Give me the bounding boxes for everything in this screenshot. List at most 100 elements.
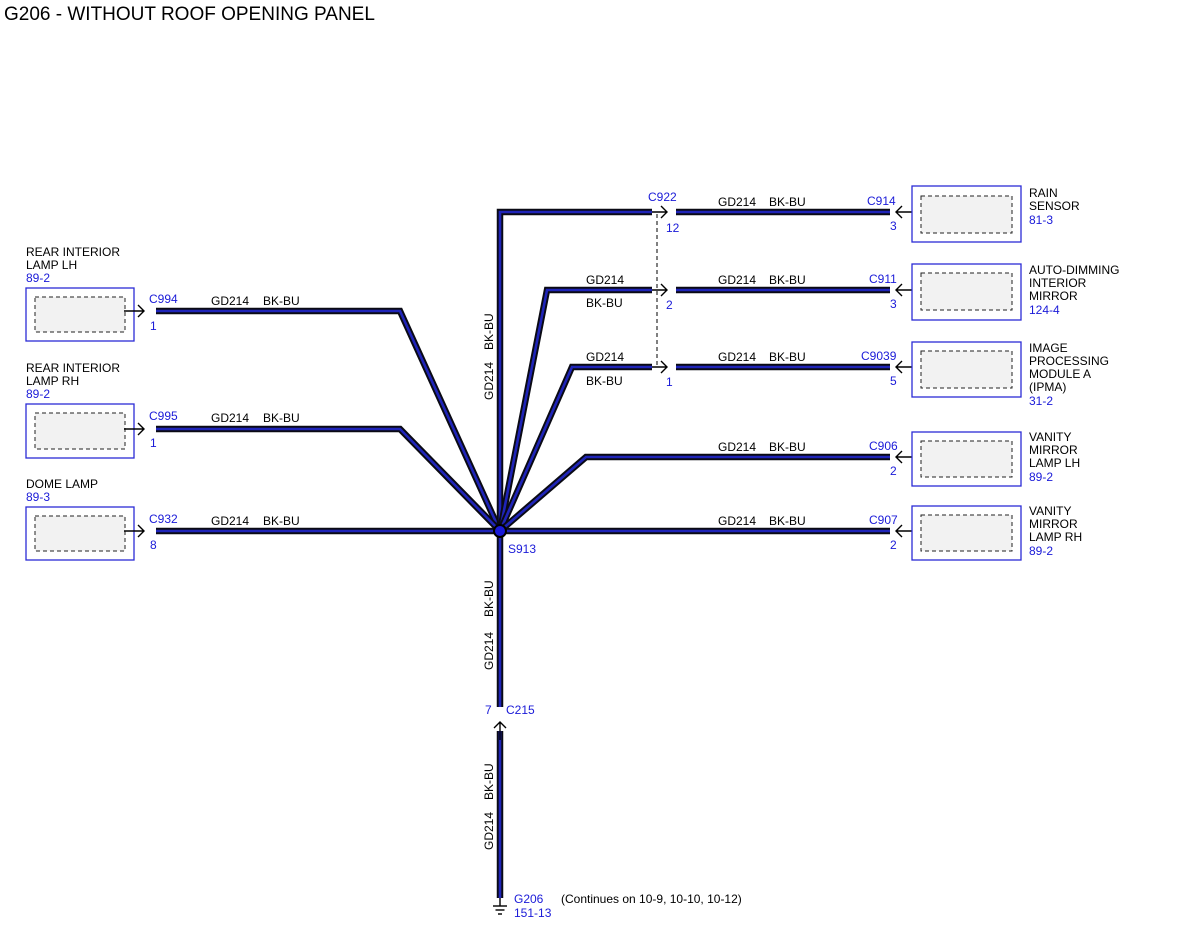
wire-circuit-label: GD214 bbox=[211, 294, 249, 308]
wire-c995 bbox=[156, 425, 503, 534]
component-dome-lamp[interactable]: DOME LAMP 89-3 C932 8 bbox=[25, 477, 178, 561]
wire-circuit-label: GD214 bbox=[211, 411, 249, 425]
component-rear-interior-lamp-lh[interactable]: REAR INTERIOR LAMP LH 89-2 C994 1 bbox=[25, 245, 178, 342]
pin-number: 1 bbox=[666, 375, 673, 389]
component-name-line: REAR INTERIOR bbox=[26, 361, 120, 375]
component-image-processing-module-a[interactable]: C9039 5 IMAGE PROCESSING MODULE A (IPMA)… bbox=[861, 341, 1109, 408]
wire-circuit-label: GD214 bbox=[482, 812, 496, 850]
connector-label[interactable]: C906 bbox=[869, 439, 898, 453]
pin-arrow-icon bbox=[652, 283, 668, 297]
pin-arrow-icon bbox=[652, 205, 668, 219]
component-vanity-mirror-lamp-lh[interactable]: C906 2 VANITY MIRROR LAMP LH 89-2 bbox=[869, 430, 1080, 487]
component-box-inner bbox=[920, 350, 1013, 389]
pin-number: 3 bbox=[890, 297, 897, 311]
pin-number: 2 bbox=[890, 464, 897, 478]
splice-s913-label: S913 bbox=[508, 542, 536, 556]
ground-label[interactable]: G206 bbox=[514, 892, 544, 906]
component-name-line: DOME LAMP bbox=[26, 477, 98, 491]
pin-number: 3 bbox=[890, 219, 897, 233]
wire-color-label: BK-BU bbox=[263, 514, 300, 528]
wire-color-label: BK-BU bbox=[769, 350, 806, 364]
connector-label[interactable]: C914 bbox=[867, 194, 896, 208]
wire-circuit-label: GD214 bbox=[718, 273, 756, 287]
wire-c906 bbox=[497, 453, 890, 534]
connector-c215[interactable]: 7 C215 bbox=[485, 703, 535, 740]
wire-color-label: BK-BU bbox=[586, 296, 623, 310]
component-ref-link[interactable]: 31-2 bbox=[1029, 394, 1053, 408]
component-ref-link[interactable]: 89-2 bbox=[1029, 544, 1053, 558]
component-ref-link[interactable]: 89-2 bbox=[26, 271, 50, 285]
wire-circuit-label: GD214 bbox=[718, 440, 756, 454]
splice-s913-dot[interactable] bbox=[493, 524, 507, 538]
wire-color-label: BK-BU bbox=[482, 580, 496, 617]
wire-circuit-label: GD214 bbox=[718, 514, 756, 528]
pin-arrow-icon bbox=[124, 422, 145, 436]
component-name-line: AUTO-DIMMING bbox=[1029, 263, 1119, 277]
ground-ref-link[interactable]: 151-13 bbox=[514, 906, 552, 920]
component-ref-link[interactable]: 89-2 bbox=[1029, 470, 1053, 484]
pin-number: 1 bbox=[150, 436, 157, 450]
wire-color-label: BK-BU bbox=[769, 514, 806, 528]
component-box-inner bbox=[920, 272, 1013, 311]
component-name-line: INTERIOR bbox=[1029, 276, 1087, 290]
pin-arrow-icon bbox=[124, 304, 145, 318]
wire-color-label: BK-BU bbox=[482, 763, 496, 800]
wire-c922-1 bbox=[497, 363, 652, 533]
pin-number: 5 bbox=[890, 374, 897, 388]
component-name-line: MIRROR bbox=[1029, 289, 1078, 303]
wire-color-label: BK-BU bbox=[769, 273, 806, 287]
component-name-line: (IPMA) bbox=[1029, 380, 1066, 394]
pin-arrow-icon bbox=[895, 450, 912, 464]
component-ref-link[interactable]: 89-2 bbox=[26, 387, 50, 401]
page-title: G206 - WITHOUT ROOF OPENING PANEL bbox=[4, 4, 375, 25]
connector-label[interactable]: C9039 bbox=[861, 349, 897, 363]
component-name-line: VANITY bbox=[1029, 430, 1071, 444]
component-name-line: REAR INTERIOR bbox=[26, 245, 120, 259]
component-box-inner bbox=[920, 514, 1013, 552]
component-ref-link[interactable]: 81-3 bbox=[1029, 213, 1053, 227]
wire-circuit-label: GD214 bbox=[586, 350, 624, 364]
component-name-line: VANITY bbox=[1029, 504, 1071, 518]
component-name-line: IMAGE bbox=[1029, 341, 1068, 355]
component-ref-link[interactable]: 89-3 bbox=[26, 490, 50, 504]
component-auto-dimming-interior-mirror[interactable]: C911 3 AUTO-DIMMING INTERIOR MIRROR 124-… bbox=[869, 263, 1119, 321]
wire-c994 bbox=[156, 307, 503, 533]
connector-label[interactable]: C922 bbox=[648, 190, 677, 204]
ground-g206[interactable]: G206 151-13 (Continues on 10-9, 10-10, 1… bbox=[493, 892, 742, 920]
component-rear-interior-lamp-rh[interactable]: REAR INTERIOR LAMP RH 89-2 C995 1 bbox=[25, 361, 178, 459]
connector-label[interactable]: C215 bbox=[506, 703, 535, 717]
wire-color-label: BK-BU bbox=[263, 294, 300, 308]
wire-color-label: BK-BU bbox=[769, 440, 806, 454]
connector-label[interactable]: C995 bbox=[149, 409, 178, 423]
pin-arrow-icon bbox=[493, 721, 507, 740]
component-name-line: PROCESSING bbox=[1029, 354, 1109, 368]
component-name-line: MIRROR bbox=[1029, 517, 1078, 531]
connector-label[interactable]: C911 bbox=[869, 272, 897, 286]
wire-color-label: BK-BU bbox=[263, 411, 300, 425]
connector-label[interactable]: C907 bbox=[869, 513, 898, 527]
pin-arrow-icon bbox=[895, 524, 912, 538]
connector-label[interactable]: C932 bbox=[149, 512, 178, 526]
component-ref-link[interactable]: 124-4 bbox=[1029, 303, 1060, 317]
pin-number: 7 bbox=[485, 703, 492, 717]
pin-arrow-icon bbox=[124, 524, 145, 538]
pin-number: 2 bbox=[666, 298, 673, 312]
wire-color-label: BK-BU bbox=[482, 313, 496, 350]
component-vanity-mirror-lamp-rh[interactable]: C907 2 VANITY MIRROR LAMP RH 89-2 bbox=[869, 504, 1082, 561]
pin-arrow-icon bbox=[652, 360, 668, 374]
connector-c922[interactable]: C922 12 2 1 bbox=[648, 190, 680, 389]
wire-circuit-label: GD214 bbox=[482, 632, 496, 670]
component-box-inner bbox=[920, 440, 1013, 478]
connector-label[interactable]: C994 bbox=[149, 292, 178, 306]
wire-circuit-label: GD214 bbox=[482, 362, 496, 400]
component-name-line: LAMP RH bbox=[26, 374, 79, 388]
pin-number: 1 bbox=[150, 319, 157, 333]
pin-arrow-icon bbox=[895, 205, 912, 219]
wire-color-label: BK-BU bbox=[586, 374, 623, 388]
component-rain-sensor[interactable]: C914 3 RAIN SENSOR 81-3 bbox=[867, 185, 1080, 243]
component-box-inner bbox=[34, 412, 126, 450]
continuation-note: (Continues on 10-9, 10-10, 10-12) bbox=[561, 892, 742, 906]
pin-arrow-icon bbox=[895, 360, 912, 374]
component-name-line: RAIN bbox=[1029, 186, 1058, 200]
